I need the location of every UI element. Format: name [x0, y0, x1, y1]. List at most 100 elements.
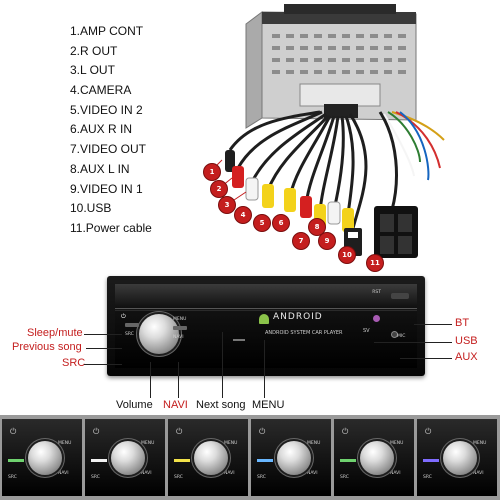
head-unit-rear-illustration [211, 4, 445, 258]
brand-logo: ANDROID [273, 312, 323, 322]
volume-knob [443, 441, 477, 475]
rca-plug [225, 150, 235, 172]
pin-4: 4 [234, 206, 252, 224]
cable-bundle [228, 110, 398, 233]
menu-label: MENU [141, 441, 155, 446]
pin-7: 7 [292, 232, 310, 250]
callout-volume: Volume [116, 399, 153, 411]
variant-panel: ⏻ MENU NAVI SRC [85, 419, 165, 496]
callout-line [374, 342, 452, 343]
callout-line [222, 332, 223, 398]
iso-power-connector [374, 206, 418, 258]
navi-label: NAVI [473, 471, 484, 476]
variant-panel: ⏻ MENU NAVI SRC [2, 419, 82, 496]
callout-sleep-mute: Sleep/mute [27, 327, 83, 339]
src-button[interactable]: SRC [125, 332, 134, 337]
rca-plug [245, 177, 259, 201]
callout-next-song: Next song [196, 399, 246, 411]
connector-label: 6.AUX R IN [70, 122, 133, 137]
screen-flap: RST [115, 284, 417, 309]
power-icon: ⏻ [10, 427, 17, 436]
rca-plug [262, 184, 274, 208]
rca-plug [232, 166, 244, 188]
previous-song-button[interactable] [125, 323, 139, 327]
navi-label: NAVI [390, 471, 401, 476]
power-wires [383, 111, 445, 181]
pin-2: 2 [210, 180, 228, 198]
callout-line [178, 362, 179, 398]
callout-line [414, 324, 452, 325]
navi-label: NAVI [58, 471, 69, 476]
callout-menu: MENU [252, 399, 285, 411]
power-icon: ⏻ [176, 427, 183, 436]
volume-knob [111, 441, 145, 475]
volume-knob[interactable] [139, 314, 179, 354]
sv-label: SV [363, 328, 370, 334]
accent-light [174, 459, 190, 462]
pin-6: 6 [272, 214, 290, 232]
variant-panel: ⏻ MENU NAVI SRC [168, 419, 248, 496]
pin-1: 1 [203, 163, 221, 181]
connector-legend: 1.AMP CONT 2.R OUT 3.L OUT 4.CAMERA 5.VI… [70, 22, 152, 239]
volume-knob [277, 441, 311, 475]
connector-label: 11.Power cable [70, 220, 152, 235]
callout-line [84, 364, 122, 365]
color-variants-strip: ⏻ MENU NAVI SRC ⏻ MENU NAVI SRC ⏻ MENU N… [0, 415, 500, 500]
variant-panel: ⏻ MENU NAVI SRC [251, 419, 331, 496]
src-label: SRC [340, 475, 349, 480]
navi-label: NAVI [307, 471, 318, 476]
navi-button[interactable]: NAVI [173, 335, 184, 340]
pin-9: 9 [318, 232, 336, 250]
callout-line [264, 340, 265, 398]
usb-port[interactable] [373, 315, 380, 322]
menu-button[interactable]: MENU [173, 317, 187, 322]
brand-subtitle: ANDROID SYSTEM CAR PLAYER [265, 330, 343, 336]
callout-previous-song: Previous song [12, 341, 82, 353]
connector-label: 1.AMP CONT [70, 24, 144, 38]
menu-label: MENU [307, 441, 321, 446]
variant-panel: ⏻ MENU NAVI SRC [417, 419, 497, 496]
src-label: SRC [174, 475, 183, 480]
accent-light [257, 459, 273, 462]
callout-aux: AUX [455, 351, 478, 363]
power-icon[interactable]: ⏻ [121, 313, 126, 320]
variant-panel: ⏻ MENU NAVI SRC [334, 419, 414, 496]
menu-label: MENU [390, 441, 404, 446]
pin-5: 5 [253, 214, 271, 232]
control-face: SRC ⏻ MENU NAVI ANDROID ANDROID SYSTEM C… [115, 310, 417, 368]
rca-plug [300, 196, 312, 218]
connector-label: 7.VIDEO OUT [70, 142, 147, 157]
pin-11: 11 [366, 254, 384, 272]
metal-chassis [245, 4, 417, 129]
volume-knob [194, 441, 228, 475]
src-label: SRC [91, 475, 100, 480]
next-song-button[interactable] [173, 326, 187, 330]
connector-label: 4.CAMERA [70, 83, 132, 98]
pin-10: 10 [338, 246, 356, 264]
callout-src: SRC [62, 357, 86, 369]
connector-label: 9.VIDEO IN 1 [70, 181, 143, 196]
connector-label: 10.USB [70, 201, 112, 216]
callout-line [400, 358, 452, 359]
bt-indicator [391, 293, 409, 299]
power-icon: ⏻ [259, 427, 266, 436]
navi-label: NAVI [224, 471, 235, 476]
connector-label: 2.R OUT [70, 43, 118, 58]
power-icon: ⏻ [425, 427, 432, 436]
rca-plug [327, 201, 341, 225]
card-slot[interactable] [233, 339, 245, 341]
android-robot-icon [259, 314, 269, 324]
connector-label: 8.AUX L IN [70, 161, 130, 176]
connector-label: 3.L OUT [70, 63, 115, 78]
power-icon: ⏻ [93, 427, 100, 436]
menu-label: MENU [58, 441, 72, 446]
power-icon: ⏻ [342, 427, 349, 436]
volume-knob [360, 441, 394, 475]
navi-label: NAVI [141, 471, 152, 476]
pin-3: 3 [218, 196, 236, 214]
rst-label: RST [372, 290, 381, 295]
callout-usb: USB [455, 335, 478, 347]
aux-jack[interactable] [391, 331, 398, 338]
callout-navi: NAVI [163, 399, 188, 411]
mic-label: MIC [397, 334, 406, 339]
